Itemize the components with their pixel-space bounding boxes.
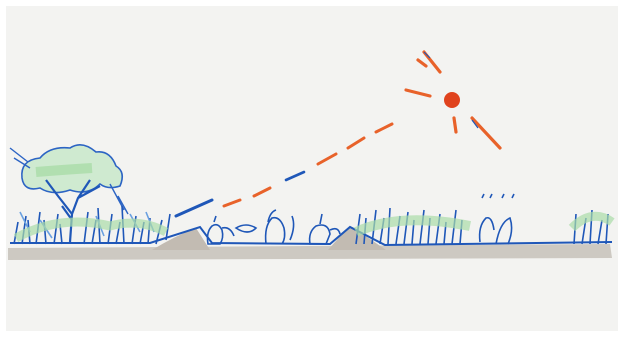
figure-2 <box>236 225 256 232</box>
ground-band <box>8 244 612 260</box>
grass-left-tint <box>16 222 166 238</box>
figure-1 <box>208 216 235 244</box>
sun-ray-dashes <box>176 124 392 216</box>
figure-3 <box>266 210 294 244</box>
figure-5 <box>480 194 514 244</box>
sun <box>406 52 500 148</box>
